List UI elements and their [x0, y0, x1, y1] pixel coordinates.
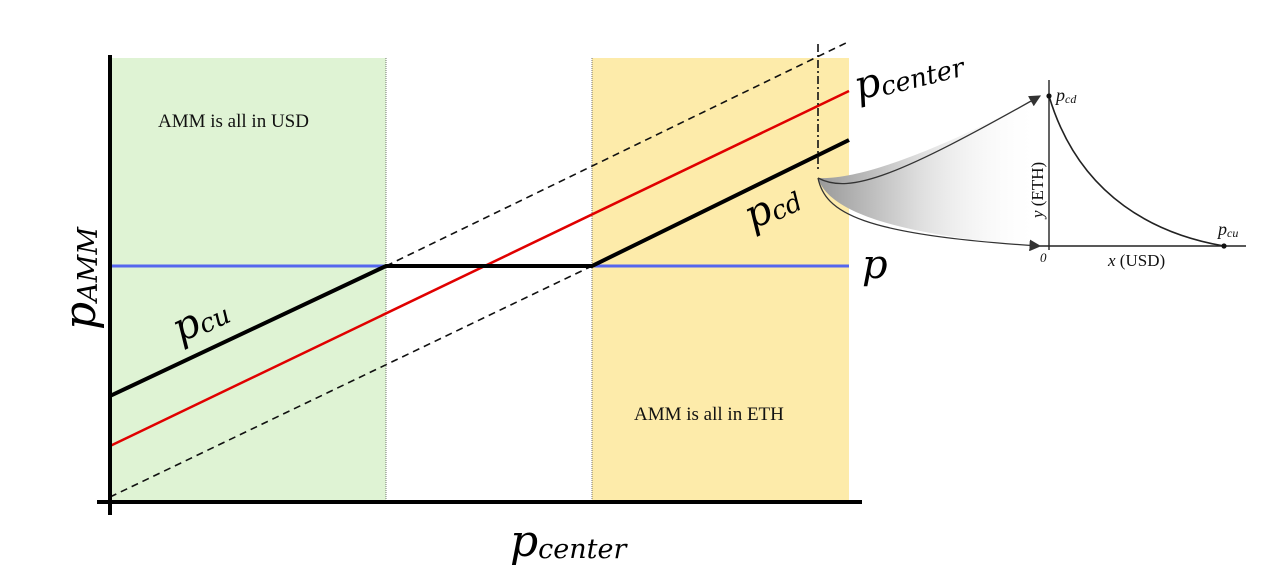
amm-price-line	[109, 138, 850, 398]
zoom-connector-lower	[817, 177, 1042, 252]
eth-region-label: AMM is all in ETH	[634, 404, 784, 425]
zoom-connector-upper	[817, 95, 1042, 185]
inset-origin: 0	[1040, 250, 1047, 265]
pcenter-label: pcenter	[849, 38, 969, 110]
x-axis-title: pcenter	[510, 516, 628, 566]
inset-pcu-label: pcu	[1216, 219, 1238, 240]
zoom-connector-shading	[818, 96, 1040, 246]
usd-region-label: AMM is all in USD	[158, 111, 309, 132]
inset-pcd-label: pcd	[1054, 85, 1077, 106]
p-label: p	[862, 242, 888, 288]
inset-point-pcu	[1221, 243, 1227, 249]
upper-dashed-line	[385, 40, 851, 267]
inset-x-axis-title: x (USD)	[1107, 251, 1165, 270]
lower-dashed-line	[109, 265, 593, 498]
y-axis-title: pAMM	[55, 226, 106, 330]
inset-point-pcd	[1046, 93, 1052, 99]
inset-liquidity-curve	[1048, 95, 1225, 247]
pcenter-line	[109, 89, 850, 448]
eth-region	[592, 58, 849, 502]
usd-region	[110, 58, 386, 502]
inset-y-axis-title: y (ETH)	[1028, 162, 1047, 220]
